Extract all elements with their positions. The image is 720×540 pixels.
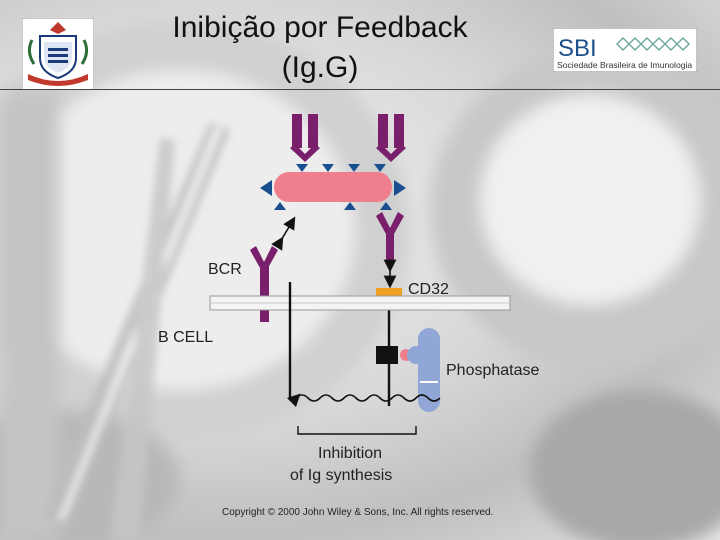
title-line-2: (Ig.G) xyxy=(281,51,359,84)
label-phosphatase: Phosphatase xyxy=(446,362,540,379)
label-inhibition-line-2: of Ig synthesis xyxy=(290,467,392,484)
bcr-receptor xyxy=(250,246,278,322)
sbi-lattice-icon xyxy=(616,37,690,51)
label-bcr: BCR xyxy=(208,261,242,278)
copyright-notice: Copyright © 2000 John Wiley & Sons, Inc.… xyxy=(222,507,493,518)
igg-antibody-top-right xyxy=(376,114,406,162)
title-line-1: Inibição por Feedback xyxy=(172,11,468,44)
sbi-subtitle: Sociedade Brasileira de Imunologia xyxy=(557,60,692,70)
itim-motif xyxy=(376,346,398,364)
phosphatase-enzyme xyxy=(407,328,440,412)
label-b-cell: B CELL xyxy=(158,329,213,346)
igg-antibody-cd32-bound xyxy=(376,212,404,260)
bcr-antigen-arrow xyxy=(271,216,296,251)
title-divider xyxy=(0,89,720,90)
inhibition-bracket xyxy=(297,426,417,435)
label-inhibition-line-1: Inhibition xyxy=(318,445,382,462)
label-cd32: CD32 xyxy=(408,281,449,298)
igg-antibody-top-left xyxy=(290,114,320,162)
feedback-inhibition-diagram: BCR CD32 B CELL Phosphatase Inhibition o… xyxy=(158,114,540,518)
antigen-complex xyxy=(260,164,406,210)
sbi-acronym: SBI xyxy=(558,35,597,62)
university-crest-logo xyxy=(22,18,94,90)
sbi-logo: SBI Sociedade Brasileira de Imunologia xyxy=(553,28,697,72)
inhibition-wave-arrow xyxy=(286,393,441,408)
slide-title: Inibição por Feedback (Ig.G) xyxy=(110,8,530,88)
